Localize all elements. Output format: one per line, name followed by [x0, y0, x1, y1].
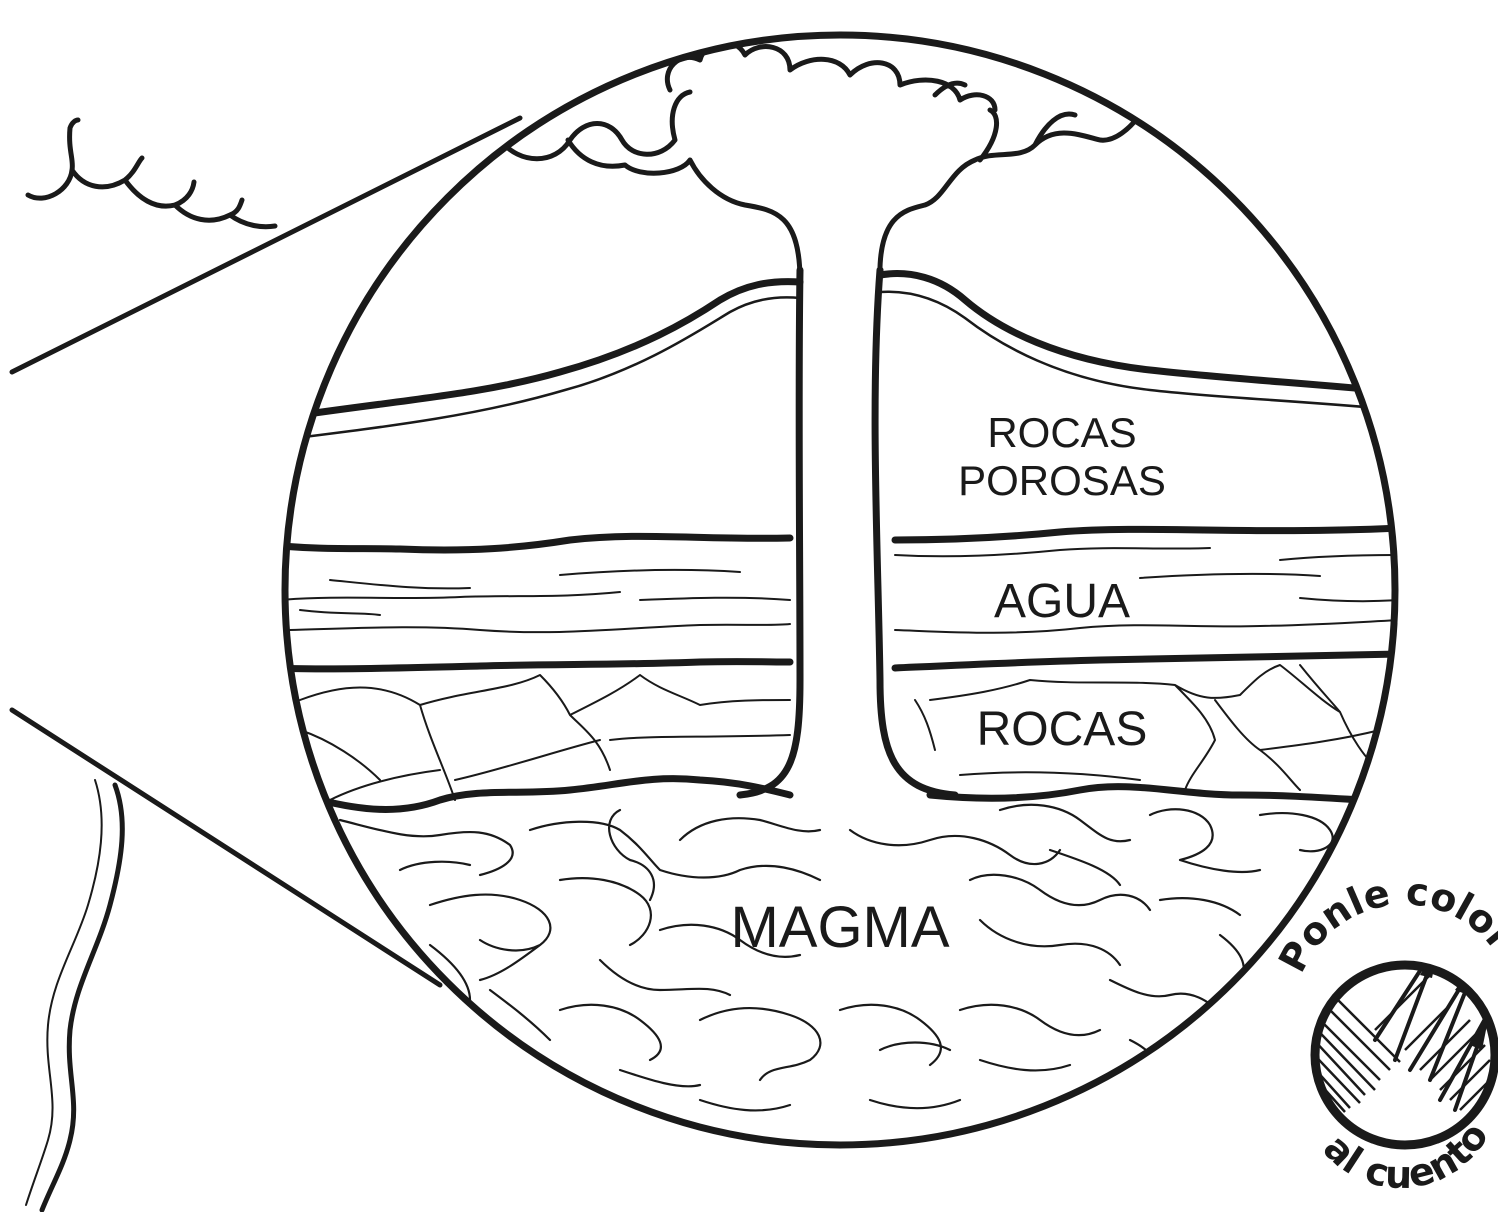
zoom-circle-outline	[285, 35, 1395, 1145]
label-water: AGUA	[994, 575, 1130, 628]
steam-cloud	[500, 42, 1140, 280]
label-rocks: ROCAS	[977, 703, 1148, 756]
ground-crack	[26, 780, 122, 1210]
label-magma: MAGMA	[730, 895, 949, 960]
rock-blocks	[300, 665, 1380, 800]
badge-bottom-text: al cuento	[1315, 1115, 1497, 1198]
badge-top-text: Ponle color	[1270, 869, 1498, 979]
zoom-circle: ROCAS POROSAS AGUA ROCAS MAGMA	[270, 35, 1400, 1145]
outside-cloud	[28, 120, 275, 227]
label-porous-rocks-line1: ROCAS	[987, 409, 1136, 456]
ponle-color-badge: Ponle color al cuento	[1270, 869, 1498, 1197]
label-porous-rocks-line2: POROSAS	[958, 457, 1166, 504]
water-flow-lines	[280, 548, 1400, 633]
